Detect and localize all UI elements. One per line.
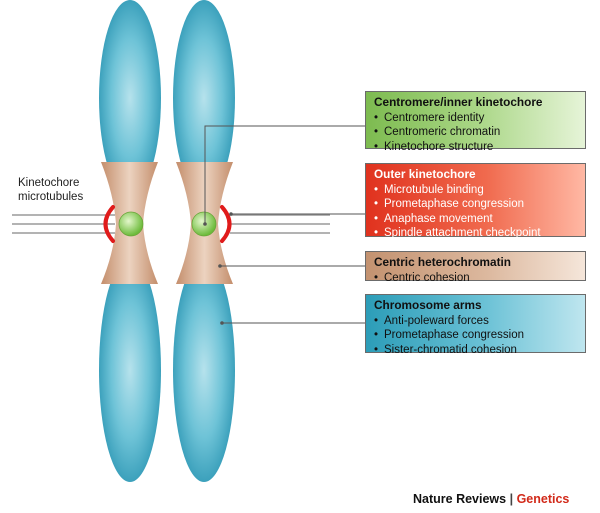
journal-name: Nature Reviews [413,492,507,506]
outer-kinetochore-box: Outer kinetochore Microtubule binding Pr… [365,163,586,241]
microtubules-left [12,214,115,234]
right-chromatid-upper-arm [173,0,235,196]
chromosome-arms-box: Chromosome arms Anti-poleward forces Pro… [365,294,586,357]
outer-box-item: Anaphase movement [374,212,585,227]
left-centromere [118,211,144,237]
outer-box-item: Prometaphase congression [374,197,585,212]
centromere-box-item: Centromere identity [374,111,585,126]
microtubules-label-line-1: Kinetochore [18,177,80,189]
arms-box-item: Anti-poleward forces [374,314,585,329]
left-chromatid [99,0,161,482]
hetero-box-title: Centric heterochromatin [374,255,512,269]
journal-subject: Genetics [516,492,570,506]
microtubules-label-line-2: microtubules [18,191,84,203]
centromere-box-item: Kinetochore structure [374,140,585,155]
outer-box-item: Microtubule binding [374,183,585,198]
microtubules-label: Kinetochore microtubules [18,176,83,204]
left-chromatid-lower-arm [99,258,161,482]
right-outer-kinetochore [220,205,232,243]
leader-centromere [204,125,365,224]
leader-lines [204,125,365,324]
centric-heterochromatin-box: Centric heterochromatin Centric cohesion [365,251,586,285]
arms-box-item: Sister-chromatid cohesion [374,343,585,358]
arms-box-item: Prometaphase congression [374,328,585,343]
right-chromatid-lower-arm [173,258,235,482]
left-chromatid-upper-arm [99,0,161,196]
centromere-box-title: Centromere/inner kinetochore [374,95,543,109]
outer-box-item: Spindle attachment checkpoint [374,226,585,241]
hetero-box-item: Centric cohesion [374,271,585,286]
journal-credit: Nature Reviews | Genetics [413,492,569,506]
left-outer-kinetochore [103,205,115,243]
centromere-box-item: Centromeric chromatin [374,125,585,140]
microtubules-right [230,214,330,234]
outer-box-title: Outer kinetochore [374,167,476,181]
credit-separator: | [509,492,514,506]
centromere-inner-kinetochore-box: Centromere/inner kinetochore Centromere … [365,91,586,154]
arms-box-title: Chromosome arms [374,298,482,312]
right-chromatid [173,0,235,482]
